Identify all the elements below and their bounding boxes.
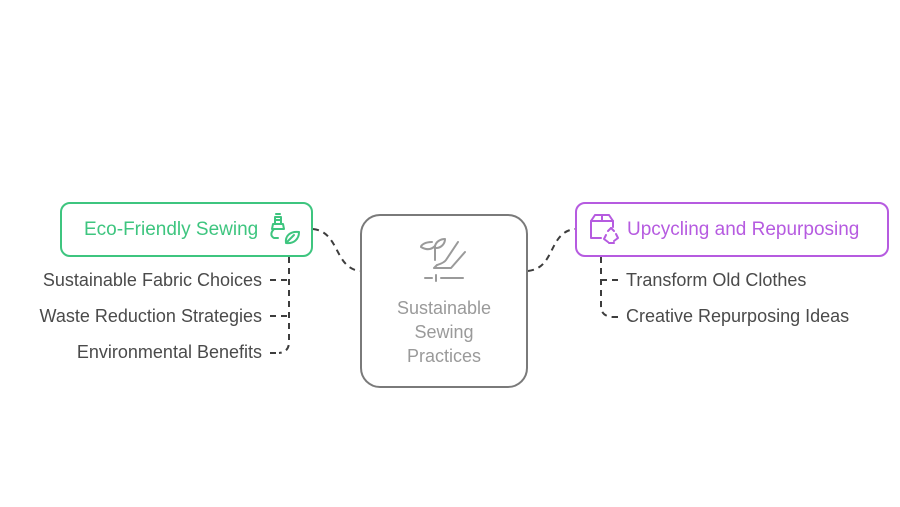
leaf-creative-repurposing-ideas[interactable]: Creative Repurposing Ideas (626, 306, 850, 326)
leaf-environmental-benefits[interactable]: Environmental Benefits (76, 342, 262, 362)
plant-hand-icon (420, 238, 466, 282)
central-node-sustainable-sewing-practices[interactable]: Sustainable Sewing Practices (360, 214, 528, 388)
branch-node-upcycling-and-repurposing[interactable]: Upcycling and Repurposing (575, 202, 889, 257)
leaf-transform-old-clothes[interactable]: Transform Old Clothes (626, 270, 807, 290)
box-recycle-icon (590, 214, 619, 244)
connector-left-branch (312, 228, 361, 272)
branch-label: Upcycling and Repurposing (627, 218, 860, 240)
central-label: Sustainable Sewing Practices (396, 298, 492, 366)
connector-right-spine (600, 257, 613, 318)
connector-right-branch (527, 228, 576, 272)
branch-label: Eco-Friendly Sewing (84, 218, 259, 240)
branch-node-eco-friendly-sewing[interactable]: Eco-Friendly Sewing (60, 202, 313, 257)
leaf-waste-reduction-strategies[interactable]: Waste Reduction Strategies (39, 306, 262, 326)
leaf-sustainable-fabric-choices[interactable]: Sustainable Fabric Choices (42, 270, 262, 290)
thread-spool-leaf-icon (270, 213, 300, 245)
connector-left-spine (278, 257, 290, 354)
